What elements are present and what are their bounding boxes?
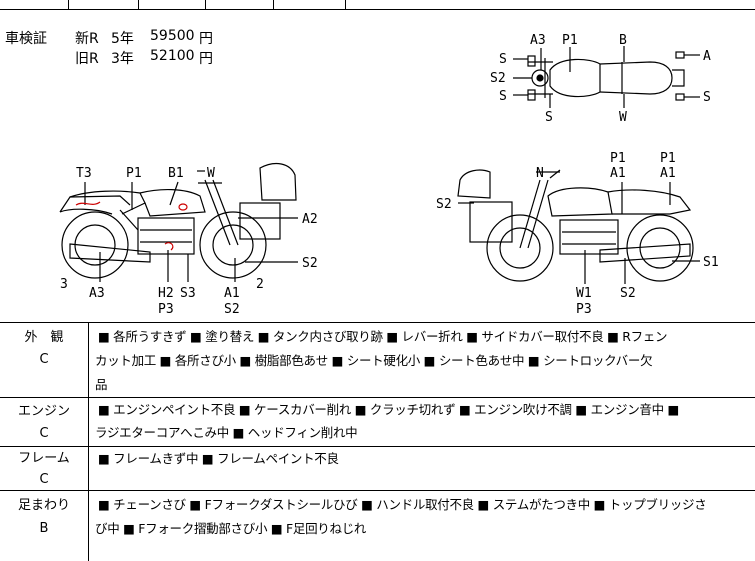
top-s-left-top-label: S bbox=[499, 52, 507, 67]
left-a1-label: A1 bbox=[224, 286, 240, 301]
top-border bbox=[0, 9, 755, 10]
condition-notes-frame-line1: ■ フレームきず中 ■ フレームペイント不良 bbox=[98, 451, 339, 466]
top-a3-label: A3 bbox=[530, 33, 546, 48]
top-a-label: A bbox=[703, 49, 711, 64]
inspection-label: 車検証 bbox=[5, 31, 47, 47]
top-cell-border bbox=[345, 0, 346, 9]
condition-notes-exterior-line1: ■ 各所うすきず ■ 塗り替え ■ タンク内さび取り跡 ■ レバー折れ ■ サイ… bbox=[98, 329, 668, 344]
inspection-new-unit: 円 bbox=[199, 31, 213, 47]
table-border bbox=[0, 322, 755, 323]
left-a2-label: A2 bbox=[302, 212, 318, 227]
damage-mark-icon bbox=[164, 242, 174, 251]
right-s2b-label: S2 bbox=[620, 286, 636, 301]
left-side-view-icon bbox=[59, 162, 298, 282]
left-s2-label: S2 bbox=[302, 256, 318, 271]
top-b-label: B bbox=[619, 33, 627, 48]
top-cell-border bbox=[138, 0, 139, 9]
left-p3-label: P3 bbox=[158, 302, 174, 317]
left-num3-label: 3 bbox=[60, 277, 68, 292]
left-w-label: W bbox=[207, 166, 215, 181]
right-s1-label: S1 bbox=[703, 255, 719, 270]
inspection-old-type: 旧R bbox=[75, 51, 99, 67]
condition-notes-suspension-line2: び中 ■ Fフォーク摺動部さび小 ■ F足回りねじれ bbox=[95, 521, 367, 536]
left-h2-label: H2 bbox=[158, 286, 174, 301]
left-s2b-label: S2 bbox=[224, 302, 240, 317]
right-a1a-label: A1 bbox=[610, 166, 626, 181]
condition-category-engine: エンジン bbox=[17, 404, 70, 419]
left-p1-label: P1 bbox=[126, 166, 142, 181]
table-column-divider bbox=[88, 322, 89, 561]
inspection-old-unit: 円 bbox=[199, 51, 213, 67]
condition-category-suspension: 足まわり bbox=[17, 498, 70, 513]
table-border bbox=[0, 446, 755, 447]
top-w-label: W bbox=[619, 110, 627, 125]
inspection-new-years: 5年 bbox=[111, 31, 134, 47]
table-border bbox=[0, 490, 755, 491]
motorcycle-diagram: A3 P1 B S S2 S S W A S bbox=[59, 33, 719, 317]
right-n-label: N bbox=[536, 166, 544, 181]
top-s-bottom-label: S bbox=[545, 110, 553, 125]
condition-grade-exterior: C bbox=[39, 352, 49, 367]
left-a3-label: A3 bbox=[89, 286, 105, 301]
inspection-old-years: 3年 bbox=[111, 51, 134, 67]
right-w1-label: W1 bbox=[576, 286, 592, 301]
top-p1-label: P1 bbox=[562, 33, 578, 48]
damage-mark-icon bbox=[178, 203, 188, 211]
damage-mark-icon bbox=[75, 201, 101, 206]
right-p1b-label: P1 bbox=[660, 151, 676, 166]
condition-notes-engine-line2: ラジエターコアへこみ中 ■ ヘッドフィン削れ中 bbox=[95, 425, 358, 440]
condition-notes-suspension-line1: ■ チェーンさび ■ Fフォークダストシールひび ■ ハンドル取付不良 ■ ステ… bbox=[98, 497, 707, 512]
inspection-old-price: 52100 bbox=[150, 48, 195, 64]
top-cell-border bbox=[273, 0, 274, 9]
right-s2-label: S2 bbox=[436, 197, 452, 212]
condition-grade-engine: C bbox=[39, 426, 49, 441]
condition-grade-suspension: B bbox=[39, 521, 49, 536]
condition-grade-frame: C bbox=[39, 472, 49, 487]
top-view-icon bbox=[513, 46, 700, 108]
inspection-new-type: 新R bbox=[75, 31, 99, 47]
left-t3-label: T3 bbox=[76, 166, 92, 181]
table-border bbox=[0, 397, 755, 398]
top-cell-border bbox=[205, 0, 206, 9]
left-s3-label: S3 bbox=[180, 286, 196, 301]
condition-notes-exterior-line3: 品 bbox=[95, 377, 108, 392]
condition-notes-exterior-line2: カット加工 ■ 各所さび小 ■ 樹脂部色あせ ■ シート硬化小 ■ シート色あせ… bbox=[95, 353, 653, 368]
condition-category-exterior: 外 観 bbox=[24, 330, 64, 345]
condition-notes-engine-line1: ■ エンジンペイント不良 ■ ケースカバー削れ ■ クラッチ切れず ■ エンジン… bbox=[98, 402, 679, 417]
inspection-new-price: 59500 bbox=[150, 28, 195, 44]
right-p1a-label: P1 bbox=[610, 151, 626, 166]
top-cell-border bbox=[68, 0, 69, 9]
right-p3-label: P3 bbox=[576, 302, 592, 317]
top-s-left-bottom-label: S bbox=[499, 89, 507, 104]
right-side-view-icon bbox=[457, 169, 700, 284]
condition-category-frame: フレーム bbox=[18, 451, 70, 466]
left-b1-label: B1 bbox=[168, 166, 184, 181]
top-s-right-label: S bbox=[703, 90, 711, 105]
right-a1b-label: A1 bbox=[660, 166, 676, 181]
top-s2-label: S2 bbox=[490, 71, 506, 86]
left-num2-label: 2 bbox=[256, 277, 264, 292]
